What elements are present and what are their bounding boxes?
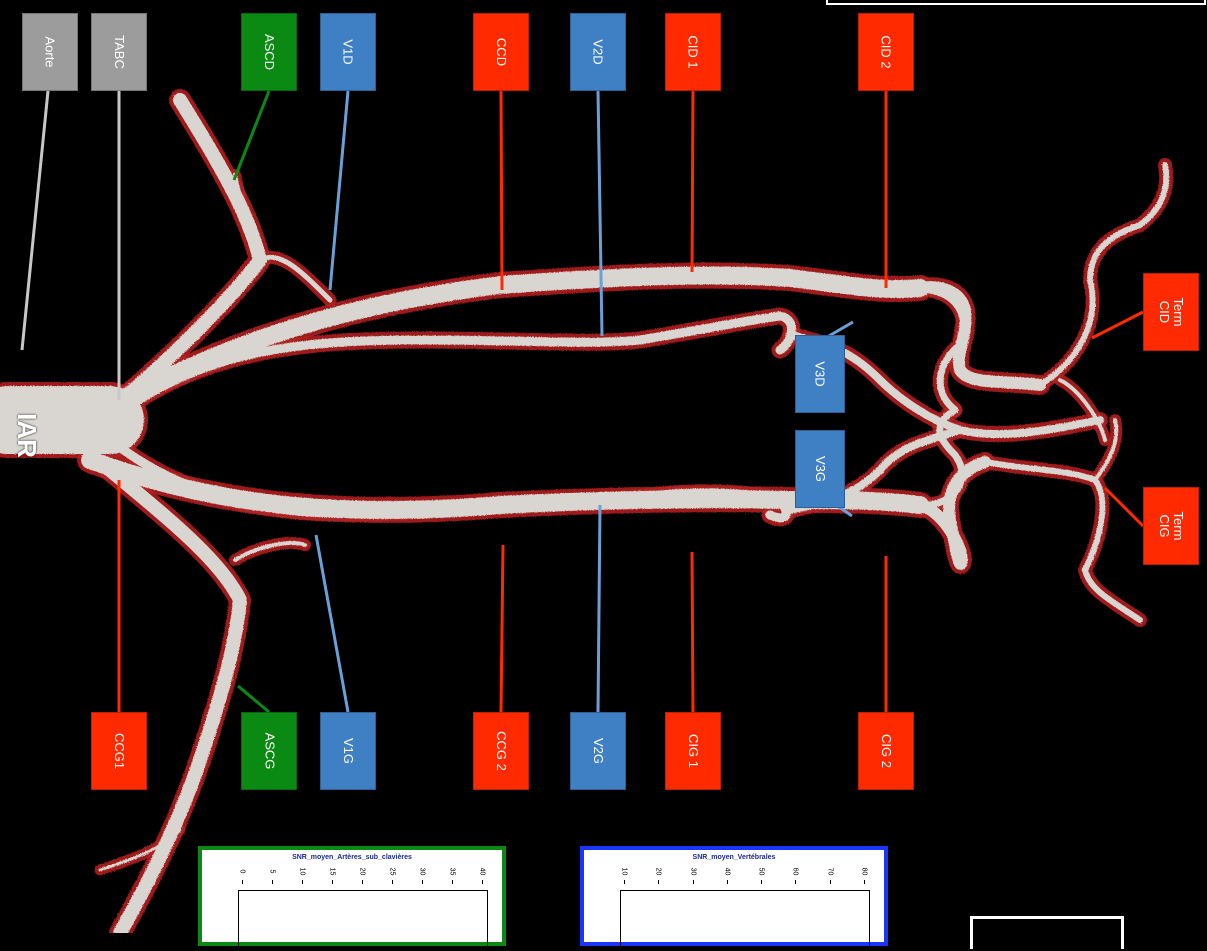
label-ascg: ASCG	[241, 712, 297, 790]
label-text: CID 2	[879, 35, 893, 68]
leader-line-aorte	[22, 91, 48, 350]
tick-label: 20	[655, 865, 662, 879]
label-text: CIG 2	[879, 734, 893, 768]
tick-label: 50	[758, 865, 765, 879]
orientation-label: IAR	[6, 405, 46, 465]
tick-label: 35	[449, 865, 456, 879]
label-text: TABC	[112, 35, 126, 69]
label-v3d: V3D	[795, 335, 845, 413]
label-v2g: V2G	[570, 712, 626, 790]
label-v1g: V1G	[320, 712, 376, 790]
vessel-edge	[260, 257, 330, 300]
tick-mark	[693, 880, 694, 884]
label-cig1: CIG 1	[665, 712, 721, 790]
chart-title: SNR_moyen_Artères_sub_clavières	[202, 854, 502, 861]
label-text: CCG 2	[494, 731, 508, 771]
tick-label: 60	[792, 865, 799, 879]
label-text: V3G	[813, 456, 827, 482]
chart-title: SNR_moyen_Vertébrales	[584, 854, 884, 861]
tick-label: 80	[861, 865, 868, 879]
tick-label: 40	[723, 865, 730, 879]
label-term-cig: Term CIG	[1143, 487, 1199, 565]
label-text: Term CID	[1157, 285, 1185, 339]
label-tabc: TABC	[91, 13, 147, 91]
label-ccg2: CCG 2	[473, 712, 529, 790]
label-text: CID 1	[686, 35, 700, 68]
label-text: V1G	[341, 738, 355, 764]
tick-mark	[332, 880, 333, 884]
leader-line-ascd	[234, 91, 269, 180]
label-term-cid: Term CID	[1143, 273, 1199, 351]
tick-mark	[452, 880, 453, 884]
leader-line-cig1	[692, 552, 693, 712]
tick-mark	[242, 880, 243, 884]
top-corner-frame	[826, 0, 1206, 5]
tick-mark	[830, 880, 831, 884]
label-text: V1D	[341, 39, 355, 64]
tick-mark	[482, 880, 483, 884]
tick-label: 30	[689, 865, 696, 879]
label-text: ASCG	[262, 733, 276, 770]
tick-label: 20	[359, 865, 366, 879]
tick-mark	[761, 880, 762, 884]
plot-area	[620, 890, 870, 951]
label-text: V2D	[591, 39, 605, 64]
plot-area	[238, 890, 488, 951]
leader-line-v1g	[316, 535, 348, 712]
leader-line-term-cig	[1105, 488, 1143, 526]
tick-mark	[864, 880, 865, 884]
tick-mark	[362, 880, 363, 884]
tick-label: 30	[419, 865, 426, 879]
leader-line-ccg2	[501, 545, 503, 712]
label-v3g: V3G	[795, 430, 845, 508]
leader-line-v2d	[598, 91, 602, 336]
leader-line-cid1	[692, 91, 693, 272]
tick-mark	[422, 880, 423, 884]
label-cid2: CID 2	[858, 13, 914, 91]
tick-label: 40	[479, 865, 486, 879]
leader-line-term-cid	[1092, 312, 1143, 338]
label-text: Aorte	[43, 36, 57, 67]
leader-line-v1d	[330, 91, 348, 290]
label-text: Term CIG	[1157, 499, 1185, 553]
tick-label: 70	[826, 865, 833, 879]
label-ascd: ASCD	[241, 13, 297, 91]
tick-label: 10	[299, 865, 306, 879]
vessel-edge	[985, 462, 1140, 620]
tick-mark	[272, 880, 273, 884]
tick-label: 5	[269, 865, 276, 879]
tick-mark	[727, 880, 728, 884]
label-text: V3D	[813, 361, 827, 386]
snr-subclavian-chart: SNR_moyen_Artères_sub_clavières 0 5 10 15 20…	[198, 846, 506, 946]
vessel-core	[110, 316, 792, 420]
tick-mark	[795, 880, 796, 884]
label-text: ASCD	[262, 34, 276, 70]
tick-label: 15	[329, 865, 336, 879]
label-v1d: V1D	[320, 13, 376, 91]
leader-line-v2g	[598, 505, 600, 712]
label-text: CIG 1	[686, 734, 700, 768]
label-text: V2G	[591, 738, 605, 764]
tick-label: 25	[389, 865, 396, 879]
label-v2d: V2D	[570, 13, 626, 91]
label-cid1: CID 1	[665, 13, 721, 91]
tick-mark	[624, 880, 625, 884]
snr-vertebral-chart: SNR_moyen_Vertébrales 10 20 30 40 50 60 70 80	[580, 846, 888, 946]
label-cig2: CIG 2	[858, 712, 914, 790]
tick-mark	[392, 880, 393, 884]
label-aorte: Aorte	[22, 13, 78, 91]
tick-label: 10	[621, 865, 628, 879]
leader-line-ccd	[501, 91, 502, 290]
label-text: CCD	[494, 38, 508, 66]
tick-mark	[658, 880, 659, 884]
leader-line-ascg	[238, 686, 269, 712]
label-text: CCG1	[112, 733, 126, 769]
tick-label: 0	[239, 865, 246, 879]
label-ccg1: CCG1	[91, 712, 147, 790]
label-ccd: CCD	[473, 13, 529, 91]
tick-mark	[302, 880, 303, 884]
